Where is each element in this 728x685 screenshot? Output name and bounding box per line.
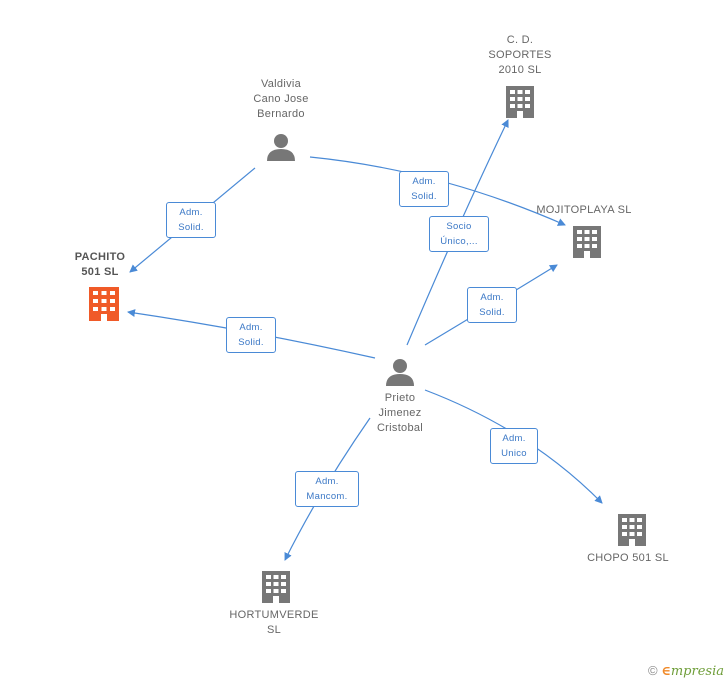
- relation-line-2: Solid.: [238, 337, 264, 348]
- node-label-hortumverde[interactable]: HORTUMVERDE SL: [229, 609, 319, 636]
- node-label-mojitoplaya[interactable]: MOJITOPLAYA SL: [536, 204, 632, 216]
- empresia-logo-e: ∈: [661, 664, 671, 679]
- person-icon-prieto[interactable]: [386, 359, 414, 386]
- relation-prieto-pachito[interactable]: Adm. Solid.: [226, 317, 276, 353]
- relation-valdivia-mojitoplaya[interactable]: Adm. Solid.: [399, 171, 449, 207]
- building-icon-chopo[interactable]: [618, 514, 646, 546]
- node-label-pachito[interactable]: PACHITO 501 SL: [74, 251, 126, 278]
- relation-line-2: Mancom.: [306, 491, 348, 502]
- relation-line-2: Solid.: [479, 307, 505, 318]
- relation-line-1: Adm.: [480, 292, 504, 303]
- relation-line-1: Adm.: [179, 207, 203, 218]
- relation-prieto-soportes[interactable]: Socio Único,...: [429, 216, 489, 252]
- building-icon-mojitoplaya[interactable]: [573, 226, 601, 258]
- building-icon-soportes[interactable]: [506, 86, 534, 118]
- relation-line-2: Solid.: [178, 222, 204, 233]
- relation-line-1: Adm.: [502, 433, 526, 444]
- node-label-prieto[interactable]: Prieto Jimenez Cristobal: [376, 392, 424, 434]
- copyright-symbol: ©: [648, 663, 658, 678]
- relation-line-2: Unico: [501, 448, 527, 459]
- building-icon-pachito[interactable]: [89, 287, 119, 321]
- relation-line-1: Socio: [446, 221, 472, 232]
- empresia-logo-text: mpresia: [670, 664, 724, 679]
- node-label-soportes[interactable]: C. D. SOPORTES 2010 SL: [488, 34, 552, 76]
- relation-line-2: Solid.: [411, 191, 437, 202]
- relation-line-2: Único,...: [440, 236, 478, 247]
- relation-prieto-chopo[interactable]: Adm. Unico: [490, 428, 538, 464]
- relation-line-1: Adm.: [412, 176, 436, 187]
- node-label-valdivia[interactable]: Valdivia Cano Jose Bernardo: [253, 78, 309, 120]
- relation-line-1: Adm.: [315, 476, 339, 487]
- relation-prieto-hortumverde[interactable]: Adm. Mancom.: [295, 471, 359, 507]
- node-label-chopo[interactable]: CHOPO 501 SL: [587, 552, 669, 564]
- empresia-brand: © ∈mpresia: [648, 663, 724, 679]
- relation-line-1: Adm.: [239, 322, 263, 333]
- relation-prieto-mojitoplaya[interactable]: Adm. Solid.: [467, 287, 517, 323]
- relation-valdivia-pachito[interactable]: Adm. Solid.: [166, 202, 216, 238]
- person-icon-valdivia[interactable]: [267, 134, 295, 161]
- building-icon-hortumverde[interactable]: [262, 571, 290, 603]
